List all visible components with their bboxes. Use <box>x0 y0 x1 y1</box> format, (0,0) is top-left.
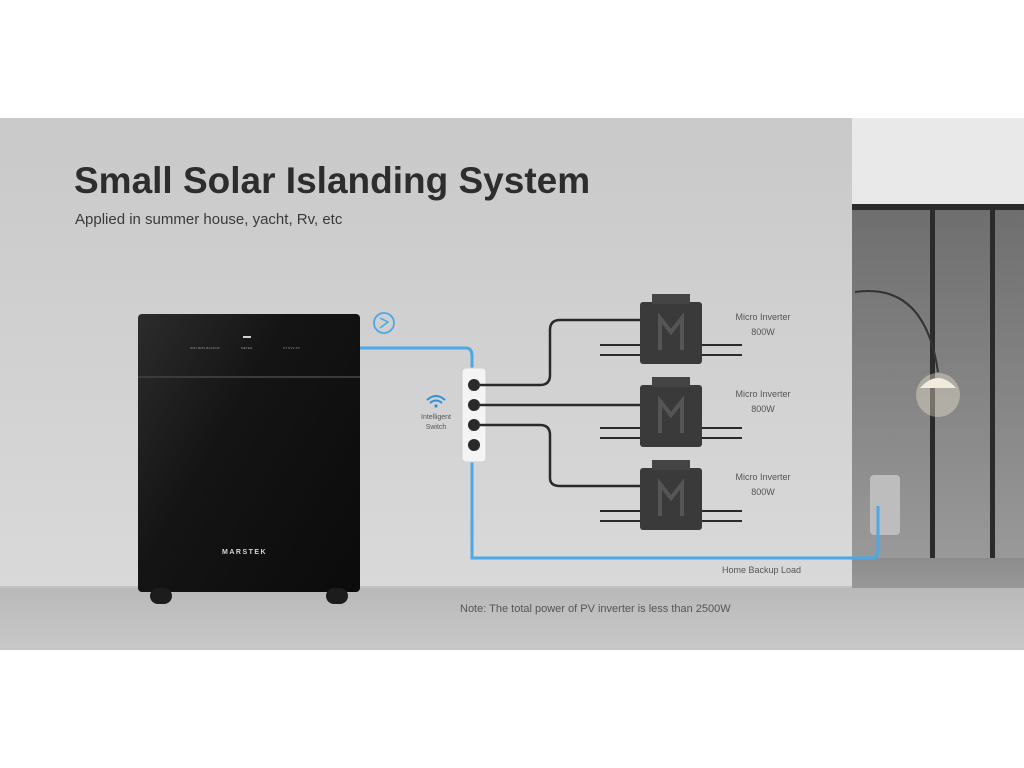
battery-status-left: WIFI BMS BACKUP <box>190 346 220 350</box>
outdoor-chair <box>870 475 900 535</box>
switch-label-line1: Intelligent <box>421 414 451 421</box>
power-note: Note: The total power of PV inverter is … <box>460 603 731 615</box>
battery-status-right: CT PV1 PV <box>283 346 301 350</box>
sync-icon-arrow <box>379 317 390 329</box>
inverter-1-power: 800W <box>751 327 775 337</box>
battery-to-switch-cable <box>360 346 474 372</box>
battery-wheel-left <box>150 588 172 604</box>
intelligent-switch-label: Intelligent Switch <box>414 413 458 433</box>
switch-label-line2: Switch <box>425 424 447 431</box>
sync-icon <box>373 312 395 334</box>
wifi-icon-dot <box>434 404 438 408</box>
wifi-icon-inner <box>429 399 443 404</box>
door-frame-top <box>852 204 1024 210</box>
page-subtitle: Applied in summer house, yacht, Rv, etc <box>75 211 343 228</box>
battery-wheel-right <box>326 588 348 604</box>
battery-unit <box>138 314 360 592</box>
lamp-arm <box>854 290 939 373</box>
page-title: Small Solar Islanding System <box>74 160 591 201</box>
switch-socket-3 <box>468 419 480 431</box>
micro-inverter-2 <box>600 377 742 447</box>
switch-socket-4 <box>468 439 480 451</box>
inverter-1-label: Micro Inverter 800W <box>718 310 808 340</box>
micro-inverter-3 <box>600 460 742 530</box>
inverter-2-power: 800W <box>751 404 775 414</box>
home-backup-load-label: Home Backup Load <box>722 565 802 575</box>
switch-socket-2 <box>468 399 480 411</box>
cable-inverter-1 <box>480 318 640 387</box>
inverter-3-power: 800W <box>751 487 775 497</box>
door-frame-mullion-2 <box>990 210 995 560</box>
micro-inverter-1 <box>600 294 742 364</box>
battery-brand-logo: MARSTEK <box>222 549 268 556</box>
lamp-glow <box>916 373 960 417</box>
battery-led-indicator <box>243 336 251 338</box>
inverter-3-label: Micro Inverter 800W <box>718 470 808 500</box>
lamp-shade <box>920 378 956 388</box>
inverter-1-name: Micro Inverter <box>735 312 791 322</box>
cable-inverter-3 <box>480 423 640 488</box>
inverter-2-name: Micro Inverter <box>735 389 791 399</box>
intelligent-switch <box>461 367 487 463</box>
battery-panel-divider <box>138 376 360 378</box>
backup-load-cable <box>470 460 880 560</box>
switch-socket-1 <box>468 379 480 391</box>
battery-status-center: METER <box>241 346 253 350</box>
inverter-3-name: Micro Inverter <box>735 472 791 482</box>
wifi-icon <box>426 395 446 401</box>
inverter-2-label: Micro Inverter 800W <box>718 387 808 417</box>
